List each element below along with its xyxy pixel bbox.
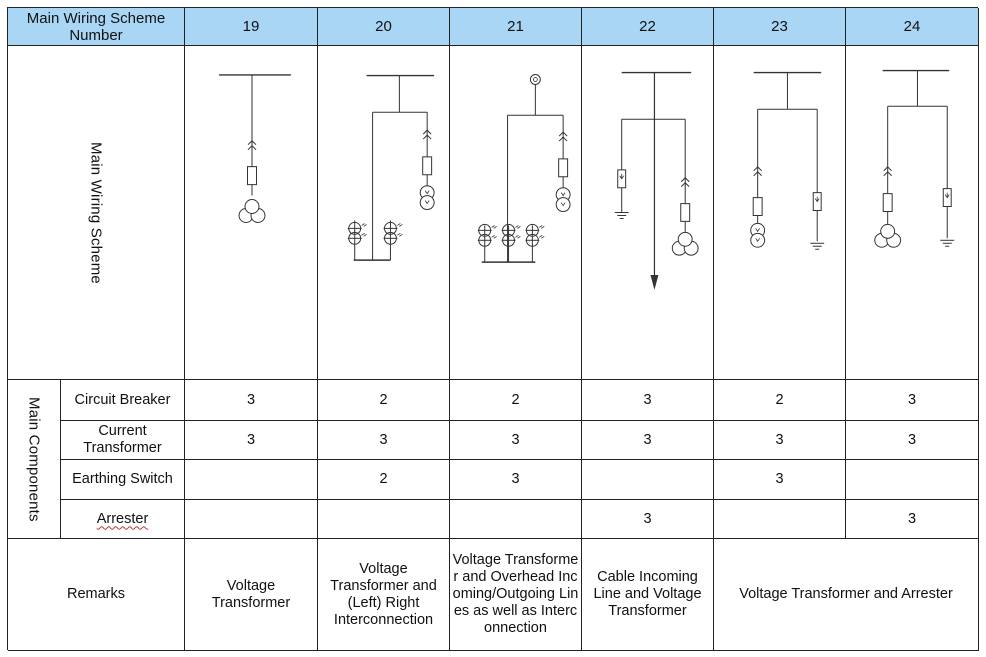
- remark-20: Voltage Transformer and (Left) Right Int…: [318, 539, 450, 651]
- table-cell: [185, 500, 318, 539]
- row-label-circuit-breaker: Circuit Breaker: [61, 380, 185, 421]
- table-cell: 2: [318, 380, 450, 421]
- table-cell: 3: [846, 380, 979, 421]
- column-header-22: 22: [582, 8, 714, 46]
- remark-21: Voltage Transformer and Overhead Incomin…: [450, 539, 582, 651]
- row-label-current-transformer: Current Transformer: [61, 421, 185, 460]
- diagram-cell-19: [185, 46, 318, 380]
- table-cell: [318, 500, 450, 539]
- column-header-23: 23: [714, 8, 846, 46]
- remark-23-24: Voltage Transformer and Arrester: [714, 539, 979, 651]
- row-label-arrester: Arrester: [96, 510, 149, 527]
- diagram-cell-24: [846, 46, 979, 380]
- diagram-cell-22: [582, 46, 714, 380]
- overhead-lines-interconnection-with-vt-icon: [477, 46, 571, 379]
- table-cell: [582, 460, 714, 500]
- single-feeder-voltage-transformer-icon: [185, 46, 317, 223]
- table-cell: 3: [714, 460, 846, 500]
- scheme-number-header: Main Wiring Scheme Number: [8, 8, 185, 46]
- row-label-arrester-cell: Arrester: [61, 500, 185, 539]
- table-cell: 3: [450, 460, 582, 500]
- row-label-earthing-switch: Earthing Switch: [61, 460, 185, 500]
- column-header-21: 21: [450, 8, 582, 46]
- main-components-label: Main Components: [25, 396, 43, 522]
- table-cell: 2: [318, 460, 450, 500]
- diagram-cell-20: [318, 46, 450, 380]
- table-cell: [185, 460, 318, 500]
- table-cell: [714, 500, 846, 539]
- wiring-scheme-table: Main Wiring Scheme Number 19 20 21 22 23…: [7, 7, 979, 651]
- main-components-label-cell: Main Components: [8, 380, 61, 539]
- column-header-24: 24: [846, 8, 979, 46]
- diagram-cell-23: [714, 46, 846, 380]
- vt-and-arrester-left-icon: [750, 46, 825, 250]
- table-cell: 2: [714, 380, 846, 421]
- table-cell: 3: [318, 421, 450, 460]
- remark-22: Cable Incoming Line and Voltage Transfor…: [582, 539, 714, 651]
- column-header-19: 19: [185, 8, 318, 46]
- table-cell: 3: [846, 500, 979, 539]
- diagram-cell-21: [450, 46, 582, 380]
- scheme-row-label-cell: Main Wiring Scheme: [8, 46, 185, 380]
- table-cell: 3: [450, 421, 582, 460]
- vt-and-arrester-right-icon: [874, 46, 955, 248]
- table-cell: 3: [185, 421, 318, 460]
- table-cell: [450, 500, 582, 539]
- column-header-20: 20: [318, 8, 450, 46]
- table-cell: 3: [582, 421, 714, 460]
- scheme-row-label: Main Wiring Scheme: [87, 141, 105, 284]
- table-cell: 3: [714, 421, 846, 460]
- table-cell: 3: [846, 421, 979, 460]
- table-cell: 2: [450, 380, 582, 421]
- table-cell: [846, 460, 979, 500]
- cable-incoming-with-vt-icon: [614, 46, 699, 290]
- remark-19: Voltage Transformer: [185, 539, 318, 651]
- table-cell: 3: [185, 380, 318, 421]
- left-right-interconnection-with-vt-icon: [347, 46, 435, 379]
- remarks-label: Remarks: [8, 539, 185, 651]
- table-cell: 3: [582, 500, 714, 539]
- table-cell: 3: [582, 380, 714, 421]
